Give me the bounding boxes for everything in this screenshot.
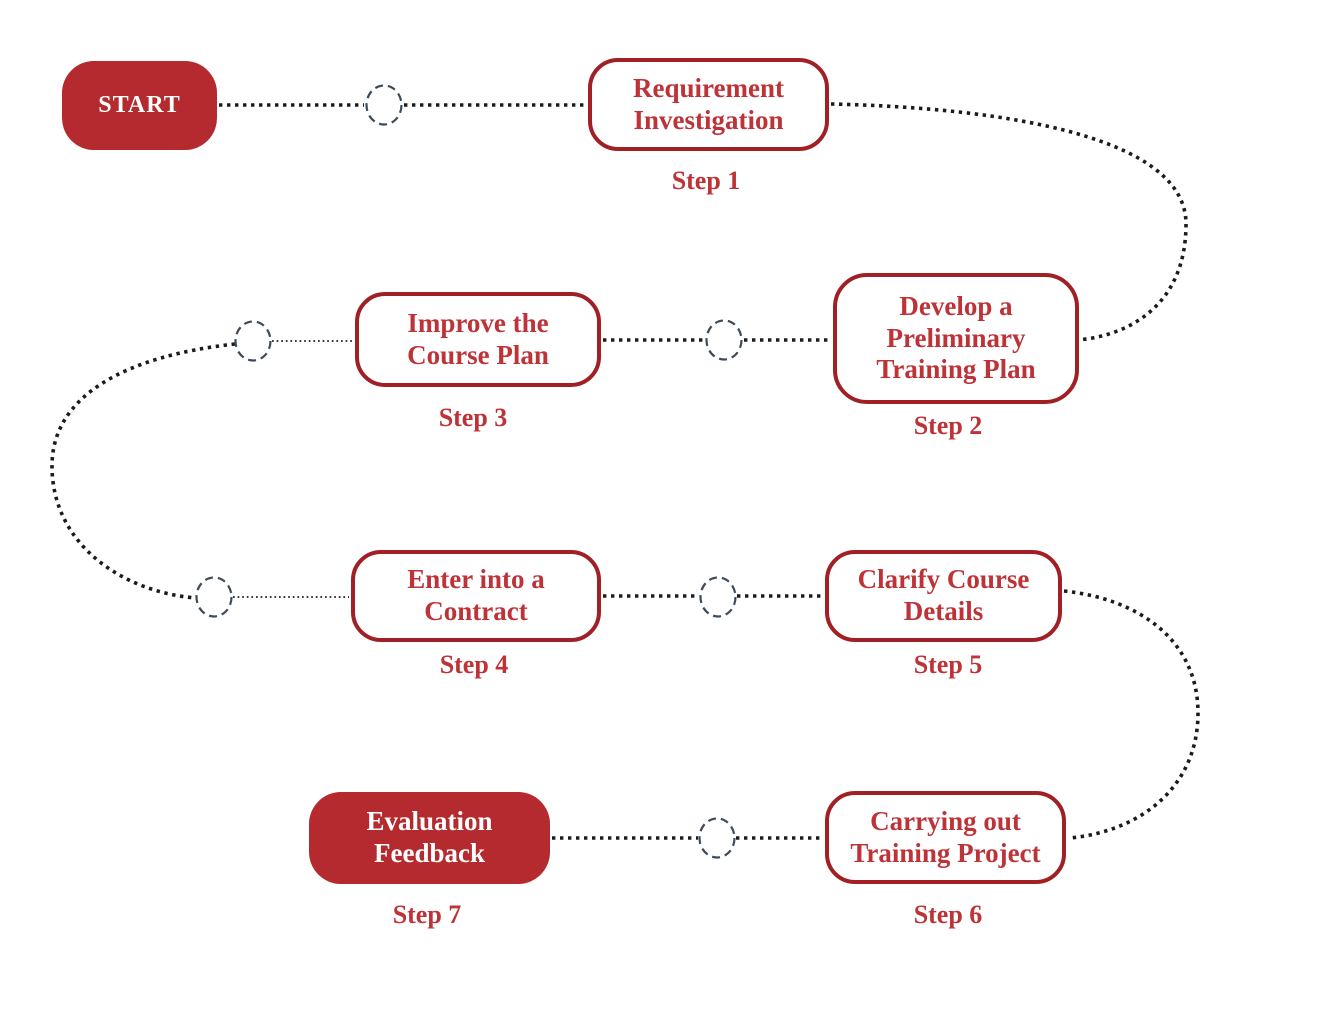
step1-caption: Step 1 [671,166,741,195]
step7-node: Evaluation Feedback [309,792,550,884]
step6-node: Carrying out Training Project [825,791,1066,884]
junction-circle-4 [195,576,233,618]
connector-curve-step5-to-step6 [1063,589,1200,840]
connector-curve-step1-to-step2 [830,102,1188,342]
junction-circle-5 [699,576,737,618]
step3-node: Improve the Course Plan [355,292,601,387]
step5-caption: Step 5 [913,650,983,679]
step2-caption: Step 2 [913,411,983,440]
step4-node: Enter into a Contract [351,550,601,642]
step2-node: Develop a Preliminary Training Plan [833,273,1079,404]
step6-caption: Step 6 [913,900,983,929]
junction-circle-6 [698,817,736,859]
start-node: START [62,61,217,150]
step7-caption: Step 7 [392,900,462,929]
step3-caption: Step 3 [438,403,508,432]
junction-circle-3 [234,320,272,362]
connector-curve-step3-to-step4 [50,342,236,600]
junction-circle-2 [705,319,743,361]
step4-caption: Step 4 [439,650,509,679]
step1-node: Requirement Investigation [588,58,829,151]
junction-circle-1 [365,84,403,126]
step5-node: Clarify Course Details [825,550,1062,642]
